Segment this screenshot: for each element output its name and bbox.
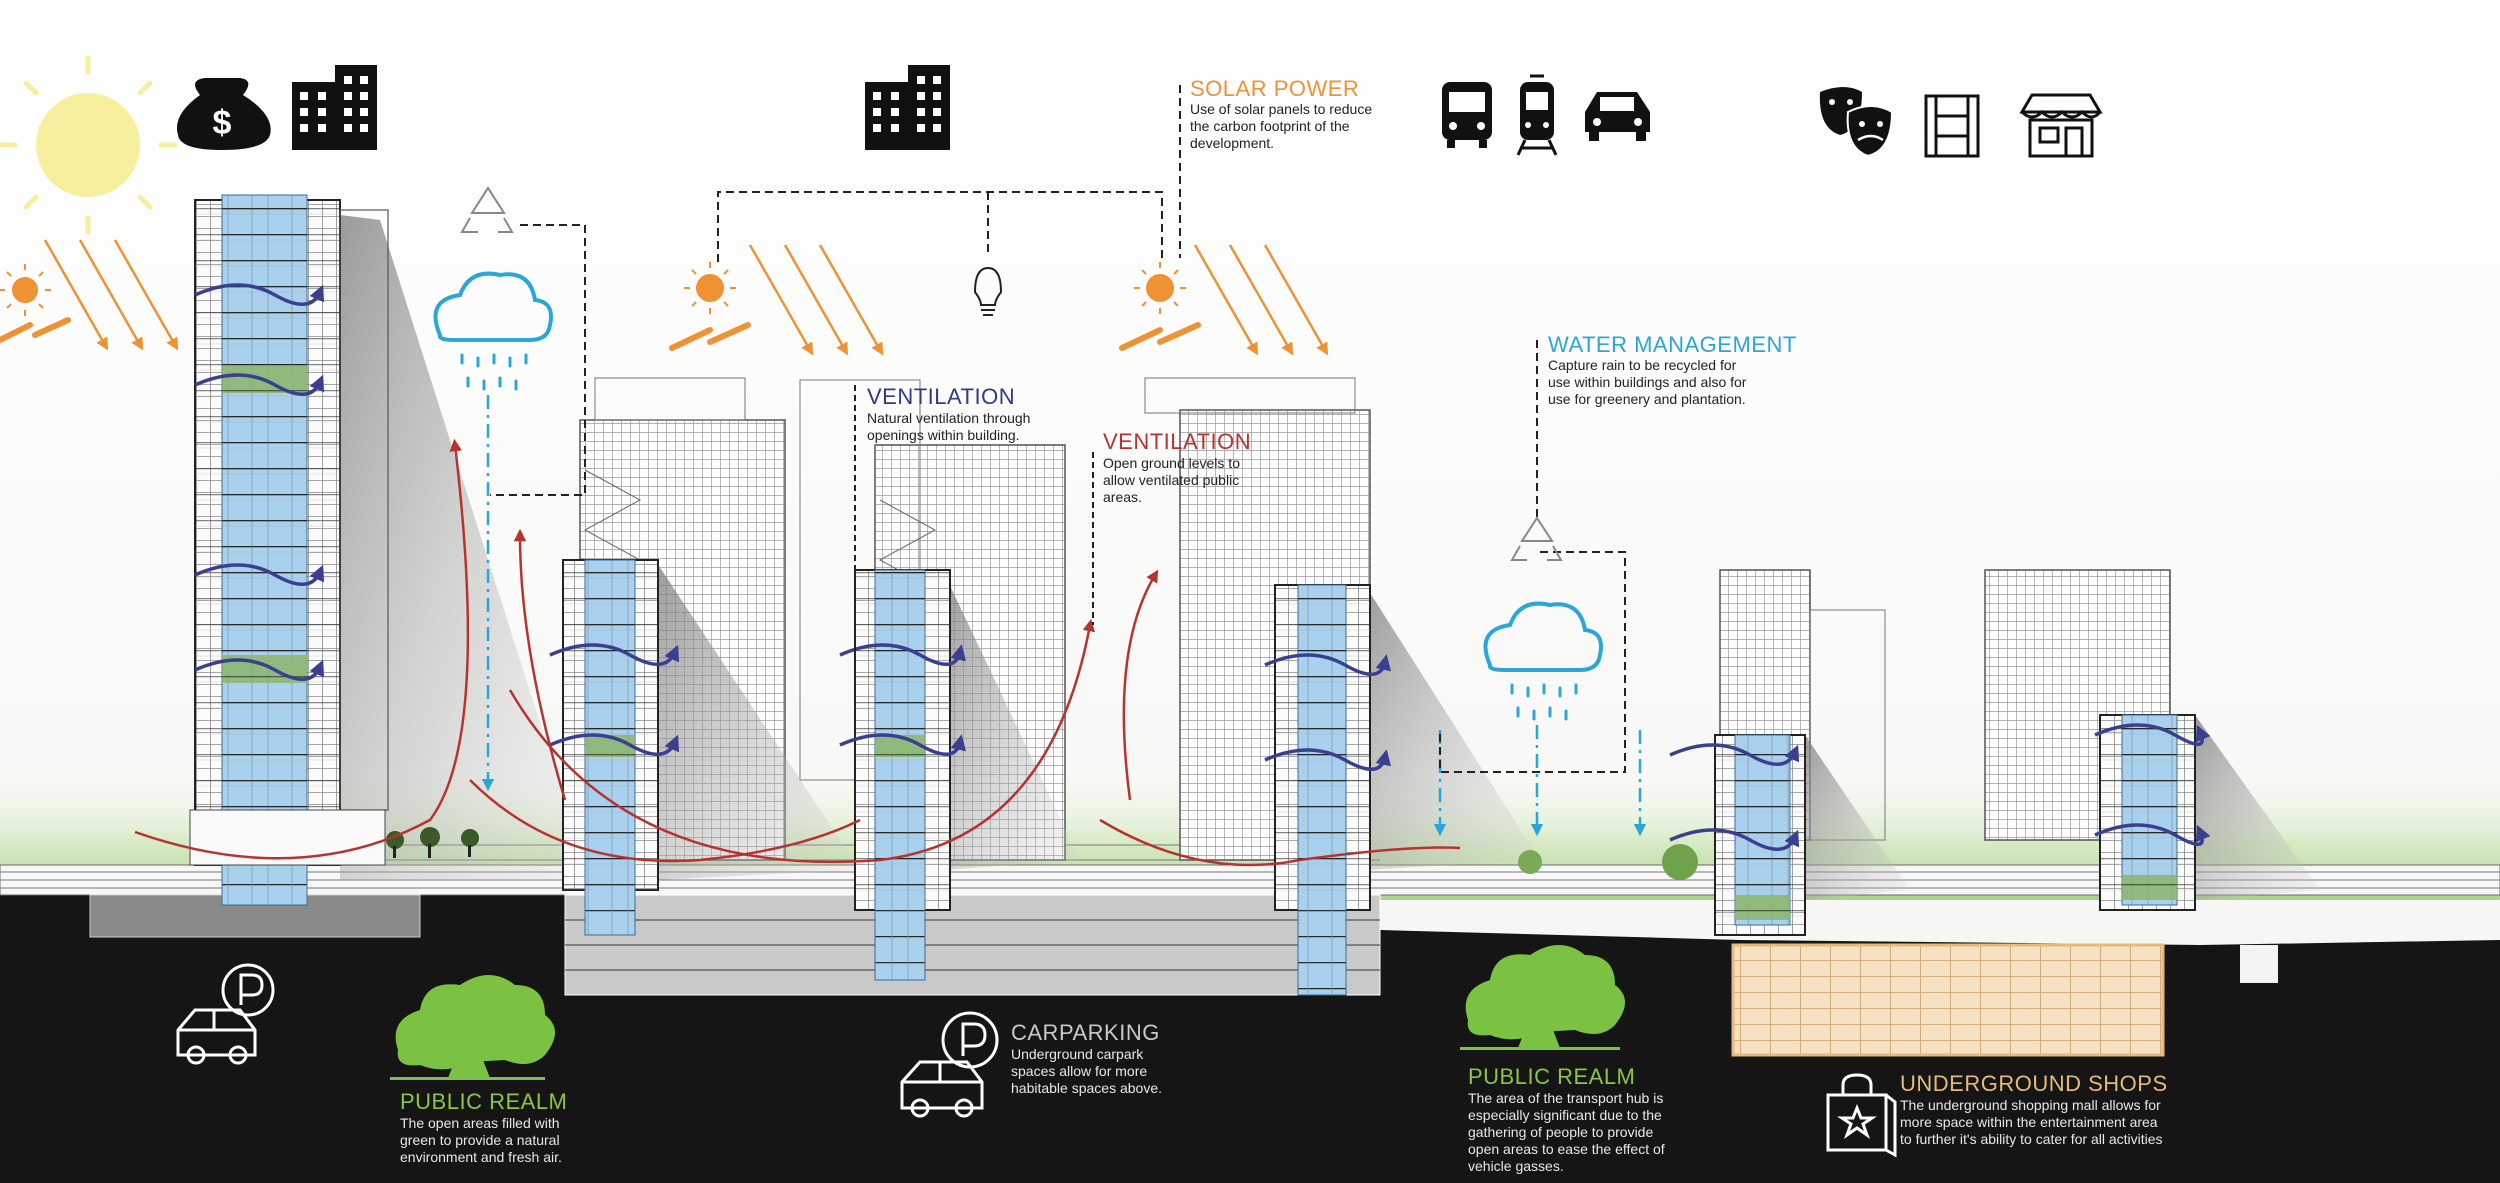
- office-buildings-icon: [865, 65, 950, 150]
- street-trees: [386, 827, 1698, 880]
- car-icon: [1585, 92, 1650, 141]
- parking-car-icon: [900, 1011, 999, 1118]
- underground-shopping-mall: [1731, 943, 2165, 1057]
- solar-panel-icon: [0, 317, 1201, 351]
- rain-drops: [460, 353, 1578, 721]
- ventilation-building-description: Natural ventilation through openings wit…: [867, 410, 1031, 443]
- ventilation-ground-description: Open ground levels to allow ventilated p…: [1103, 455, 1240, 505]
- solar-power-title: SOLAR POWER: [1190, 76, 1360, 101]
- sky-haze: [0, 0, 2500, 60]
- tower-1: [189, 194, 389, 906]
- tower-6: [2099, 714, 2196, 911]
- water-connector-lines: [490, 224, 1626, 773]
- public-realm-description-1: The open areas filled with green to prov…: [400, 1115, 562, 1165]
- theatre-masks-icon: [1819, 87, 1894, 158]
- tree-icon: [1460, 945, 1625, 1050]
- water-management-title: WATER MANAGEMENT: [1548, 332, 1797, 357]
- solar-arrows: [43, 239, 1329, 356]
- ventilation-ground-title: VENTILATION: [1103, 429, 1252, 454]
- tower-2: [562, 559, 659, 936]
- recycle-icon: [460, 186, 1563, 561]
- sun-icon: [0, 55, 178, 235]
- carpark-levels: [565, 919, 1380, 971]
- underground-shops-description: The underground shopping mall allows for…: [1900, 1097, 2163, 1147]
- public-realm-title-2: PUBLIC REALM: [1468, 1064, 1636, 1089]
- film-strip-icon: [1924, 94, 1980, 158]
- money-bag-icon: $: [176, 78, 271, 150]
- solar-connector-lines: [717, 85, 1181, 262]
- ventilation-building-arrows: [194, 283, 2211, 851]
- ventilation-connector-lines: [854, 385, 1094, 660]
- bus-icon: [1442, 82, 1492, 148]
- tree-icon: [390, 975, 555, 1080]
- tower-3: [854, 569, 951, 981]
- carparking-title: CARPARKING: [1011, 1020, 1160, 1045]
- public-realm-title-1: PUBLIC REALM: [400, 1089, 568, 1114]
- public-realm-description-2: The area of the transport hub is especia…: [1468, 1090, 1665, 1174]
- water-flow-lines: [481, 395, 1647, 837]
- underground-shops-title: UNDERGROUND SHOPS: [1900, 1071, 2168, 1096]
- shopping-bag-icon: [1826, 1073, 1897, 1158]
- ventilation-ground-arrows: [134, 438, 1461, 867]
- solar-sun-small: [0, 262, 1186, 316]
- parking-car-icon: [176, 963, 275, 1065]
- lightbulb-icon: [973, 266, 1003, 316]
- svg-text:$: $: [213, 104, 232, 142]
- ventilation-building-title: VENTILATION: [867, 384, 1016, 409]
- carparking-description: Underground carpark spaces allow for mor…: [1011, 1046, 1162, 1096]
- tower-5: [1714, 734, 1806, 936]
- office-buildings-icon: [292, 65, 377, 150]
- shop-icon: [2019, 93, 2103, 158]
- water-management-description: Capture rain to be recycled for use with…: [1548, 357, 1747, 407]
- solar-power-description: Use of solar panels to reduce the carbon…: [1190, 101, 1373, 151]
- basement-right: [2240, 945, 2278, 983]
- train-icon: [1516, 74, 1558, 156]
- rain-cloud-icon: [433, 271, 1603, 672]
